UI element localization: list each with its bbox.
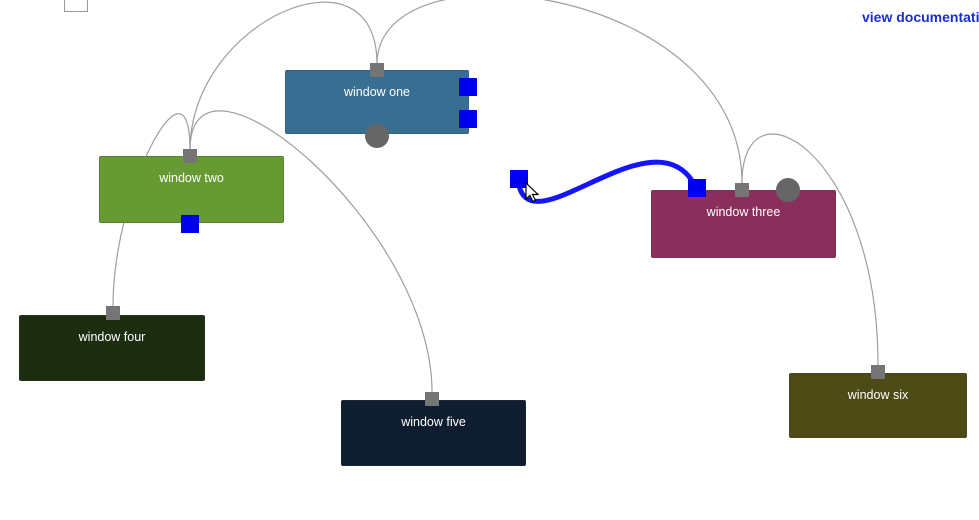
window-three-label: window three [706,205,781,219]
anchor-window-four-top[interactable] [106,306,120,320]
connection-three-six[interactable] [741,133,879,366]
anchor-window-six-top[interactable] [871,365,885,379]
window-five[interactable]: window five [341,400,526,466]
window-six-label: window six [847,388,909,402]
mouse-cursor-icon [525,182,540,203]
connection-two-one[interactable] [189,1,378,151]
window-four-label: window four [78,330,146,344]
drag-connection [516,159,696,204]
window-four[interactable]: window four [19,315,205,381]
window-three[interactable]: window three [651,190,836,258]
window-two[interactable]: window two [99,156,284,223]
blue-endpoint-dragging[interactable] [510,170,528,188]
blue-endpoint-window-one-right-lower[interactable] [459,110,477,128]
anchor-window-five-top[interactable] [425,392,439,406]
connection-two-five[interactable] [189,110,433,393]
blue-endpoint-window-one-right-upper[interactable] [459,78,477,96]
view-documentation-link[interactable]: view documentation [862,9,979,25]
partial-window[interactable] [64,0,88,12]
circle-endpoint-window-three-top[interactable] [776,178,800,202]
window-one-label: window one [343,85,410,99]
blue-endpoint-window-two-bottom[interactable] [181,215,199,233]
circle-endpoint-window-one-bottom[interactable] [365,124,389,148]
window-six[interactable]: window six [789,373,967,438]
window-two-label: window two [159,171,224,185]
blue-endpoint-window-three-top[interactable] [688,179,706,197]
anchor-window-two-top[interactable] [183,149,197,163]
connection-one-three[interactable] [376,0,743,184]
connection-two-four[interactable] [112,113,191,307]
anchor-window-three-top[interactable] [735,183,749,197]
window-five-label: window five [401,415,466,429]
anchor-window-one-top[interactable] [370,63,384,77]
